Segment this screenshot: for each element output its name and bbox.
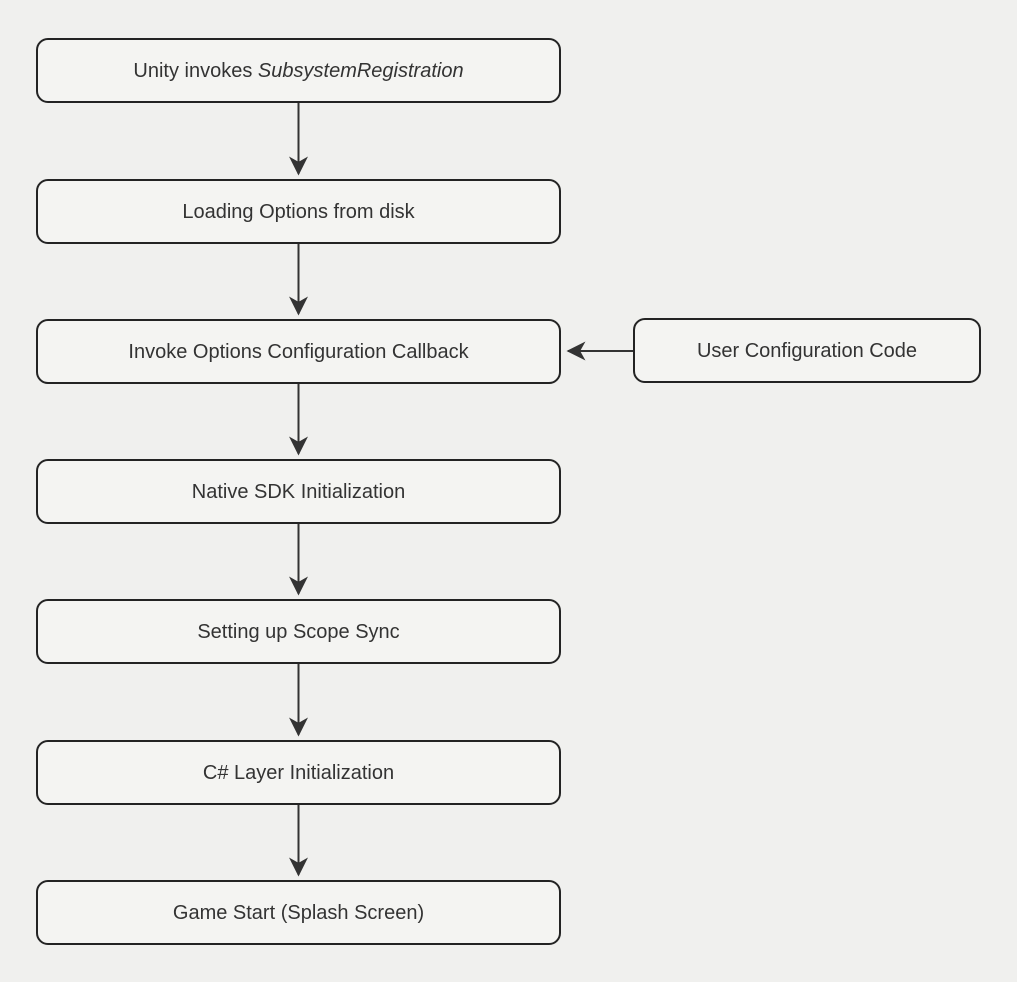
node-game-start: Game Start (Splash Screen) [36,880,561,945]
node-label: Invoke Options Configuration Callback [128,340,469,363]
node-user-configuration-code: User Configuration Code [633,318,981,383]
node-label: Unity invokes SubsystemRegistration [133,59,464,82]
node-label: Game Start (Splash Screen) [172,901,425,924]
node-label-italic: SubsystemRegistration [257,59,464,82]
node-subsystem-registration: Unity invokes SubsystemRegistration [36,38,561,103]
node-label: Native SDK Initialization [191,480,406,503]
node-label: User Configuration Code [696,339,918,362]
node-invoke-options-callback: Invoke Options Configuration Callback [36,319,561,384]
node-native-sdk-init: Native SDK Initialization [36,459,561,524]
node-scope-sync: Setting up Scope Sync [36,599,561,664]
node-label: Setting up Scope Sync [197,620,400,643]
node-loading-options: Loading Options from disk [36,179,561,244]
node-label: C# Layer Initialization [202,761,395,784]
node-label: Loading Options from disk [182,200,415,223]
node-csharp-layer-init: C# Layer Initialization [36,740,561,805]
